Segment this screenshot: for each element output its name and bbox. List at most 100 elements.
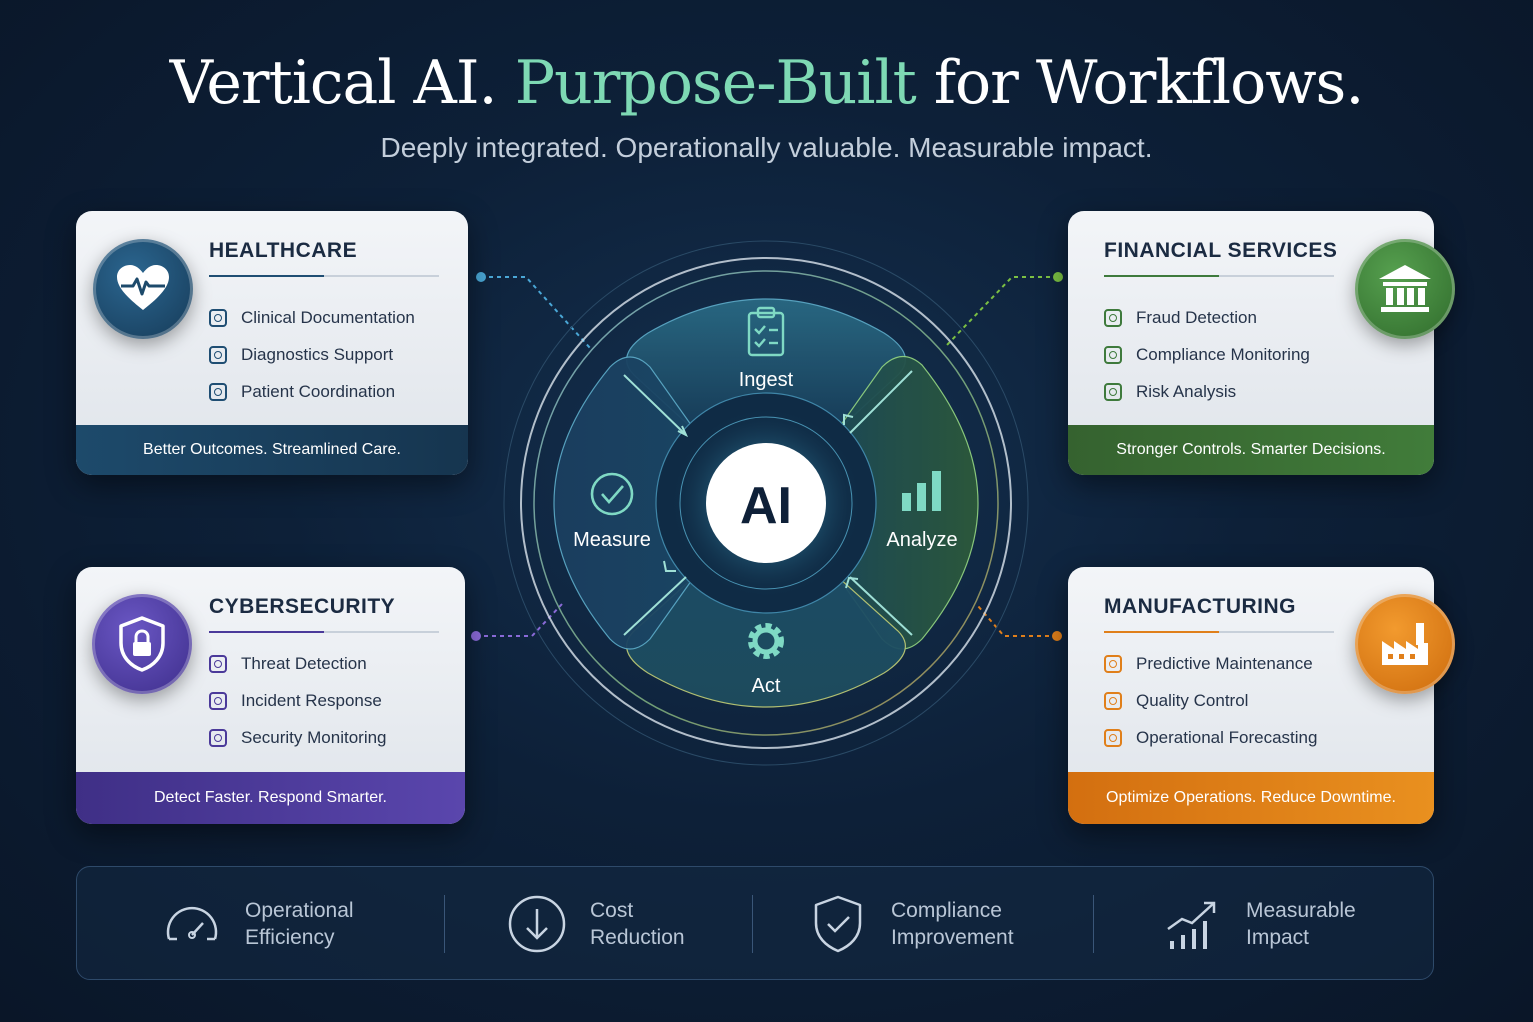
page-title: Vertical AI. Purpose-Built for Workflows… xyxy=(0,48,1533,118)
metric-line-1: Measurable xyxy=(1246,899,1356,922)
cycle-label-measure: Measure xyxy=(573,529,651,551)
list-item-label: Diagnostics Support xyxy=(241,344,394,364)
page-subtitle: Deeply integrated. Operationally valuabl… xyxy=(380,132,1153,163)
list-item: Patient Coordination xyxy=(209,373,415,410)
cycle-label-analyze: Analyze xyxy=(886,529,957,551)
metric-line-2: Reduction xyxy=(590,926,685,949)
metric-line-2: Impact xyxy=(1246,926,1310,949)
item-icon xyxy=(209,654,227,673)
bar-chart-icon xyxy=(902,471,941,511)
list-item: Compliance Monitoring xyxy=(1104,336,1310,373)
list-item-label: Clinical Documentation xyxy=(241,307,415,327)
card-title-manufacturing: MANUFACTURING xyxy=(1104,595,1296,618)
list-item: Clinical Documentation xyxy=(209,299,415,336)
connector-dot-manufacturing xyxy=(1052,631,1062,641)
speedometer-icon xyxy=(166,906,218,941)
card-cybersecurity: CYBERSECURITY Threat Detection Incident … xyxy=(76,567,465,824)
card-healthcare: HEALTHCARE Clinical Documentation Diagno… xyxy=(76,211,468,475)
list-item-label: Compliance Monitoring xyxy=(1136,344,1310,364)
item-icon xyxy=(1104,382,1122,401)
item-icon xyxy=(1104,691,1122,710)
card-list-healthcare: Clinical Documentation Diagnostics Suppo… xyxy=(209,299,415,410)
title-accent: Purpose-Built xyxy=(514,48,917,118)
card-list-financial: Fraud Detection Compliance Monitoring Ri… xyxy=(1104,299,1310,410)
manufacturing-badge xyxy=(1355,594,1455,694)
ai-cycle-diagram: AI Ingest Analyze Act Measure xyxy=(503,240,1029,766)
card-footer-cybersecurity: Detect Faster. Respond Smarter. xyxy=(76,772,465,824)
list-item: Security Monitoring xyxy=(209,719,387,756)
outer-ring xyxy=(520,257,1012,749)
metric-divider xyxy=(752,895,753,953)
connector-dot-healthcare xyxy=(476,272,486,282)
card-footer-healthcare: Better Outcomes. Streamlined Care. xyxy=(76,425,468,475)
card-rule xyxy=(209,631,439,633)
list-item-label: Operational Forecasting xyxy=(1136,727,1318,747)
metric-line-1: Cost xyxy=(590,899,634,922)
item-icon xyxy=(1104,654,1122,673)
bank-icon xyxy=(1379,265,1431,312)
item-icon xyxy=(1104,345,1122,364)
title-part-2: for Workflows. xyxy=(933,48,1365,118)
metric-line-2: Efficiency xyxy=(245,926,335,949)
card-rule xyxy=(1104,631,1334,633)
factory-icon xyxy=(1382,623,1428,665)
list-item-label: Predictive Maintenance xyxy=(1136,653,1313,673)
list-item-label: Risk Analysis xyxy=(1136,381,1237,401)
outer-halo-ring xyxy=(503,240,1029,766)
heart-pulse-icon xyxy=(117,265,169,310)
cybersecurity-badge xyxy=(92,594,192,694)
item-icon xyxy=(209,382,227,401)
shield-lock-icon xyxy=(119,616,165,672)
card-footer-financial: Stronger Controls. Smarter Decisions. xyxy=(1068,425,1434,475)
list-item: Quality Control xyxy=(1104,682,1317,719)
item-icon xyxy=(1104,728,1122,747)
list-item: Fraud Detection xyxy=(1104,299,1310,336)
ai-core xyxy=(706,443,826,563)
list-item: Threat Detection xyxy=(209,645,387,682)
metric-divider xyxy=(444,895,445,953)
cycle-label-ingest: Ingest xyxy=(739,369,794,391)
clipboard-check-icon xyxy=(747,306,785,357)
gear-icon xyxy=(748,623,784,659)
list-item-label: Incident Response xyxy=(241,690,382,710)
list-item-label: Security Monitoring xyxy=(241,727,387,747)
connector-dot-cybersecurity xyxy=(471,631,481,641)
metric-line-1: Operational xyxy=(245,899,354,922)
card-title-healthcare: HEALTHCARE xyxy=(209,239,358,262)
inner-ring xyxy=(533,270,999,736)
flow-arrows xyxy=(623,370,913,636)
shield-check-icon xyxy=(814,895,862,953)
card-title-financial: FINANCIAL SERVICES xyxy=(1104,239,1338,262)
growth-chart-icon xyxy=(1167,901,1216,949)
list-item: Incident Response xyxy=(209,682,387,719)
item-icon xyxy=(209,691,227,710)
metric-line-2: Improvement xyxy=(891,926,1014,949)
healthcare-badge xyxy=(93,239,193,339)
list-item: Predictive Maintenance xyxy=(1104,645,1317,682)
card-rule xyxy=(1104,275,1334,277)
cycle-label-act: Act xyxy=(752,675,781,697)
list-item: Risk Analysis xyxy=(1104,373,1310,410)
arrow-down-circle-icon xyxy=(508,895,566,953)
card-list-cybersecurity: Threat Detection Incident Response Secur… xyxy=(209,645,387,756)
item-icon xyxy=(209,308,227,327)
item-icon xyxy=(209,728,227,747)
card-list-manufacturing: Predictive Maintenance Quality Control O… xyxy=(1104,645,1317,756)
check-circle-icon xyxy=(590,472,634,516)
list-item-label: Patient Coordination xyxy=(241,381,396,401)
card-title-cybersecurity: CYBERSECURITY xyxy=(209,595,396,618)
item-icon xyxy=(209,345,227,364)
list-item-label: Fraud Detection xyxy=(1136,307,1257,327)
connector-dot-financial xyxy=(1053,272,1063,282)
card-footer-manufacturing: Optimize Operations. Reduce Downtime. xyxy=(1068,772,1434,824)
metric-divider xyxy=(1093,895,1094,953)
list-item-label: Threat Detection xyxy=(241,653,367,673)
